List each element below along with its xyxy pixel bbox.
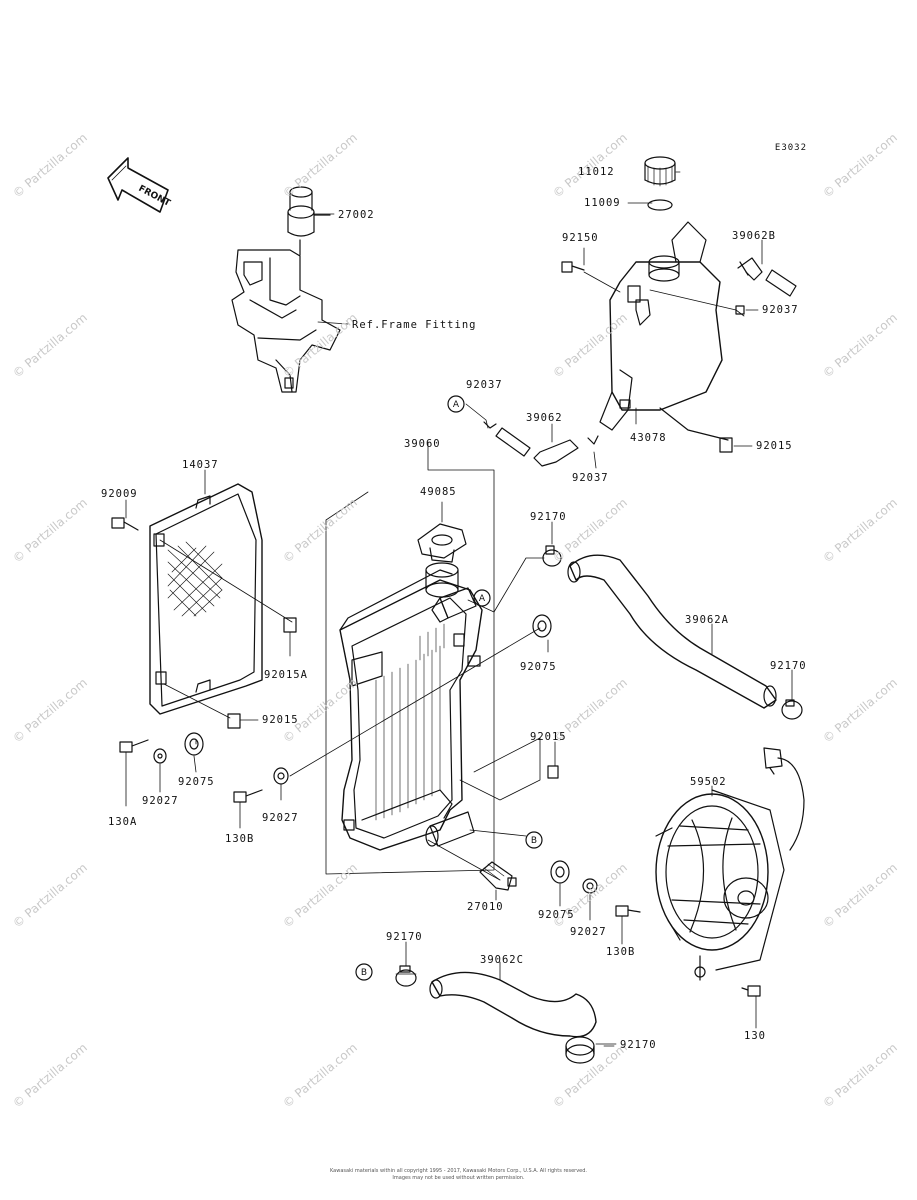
part-label[interactable]: 92015	[262, 714, 299, 726]
part-label[interactable]: 92009	[101, 488, 138, 500]
part-label[interactable]: 92170	[530, 511, 567, 523]
radiator-cap	[417, 523, 467, 563]
hose-39062c	[429, 971, 597, 1038]
bolt-130b-right	[615, 905, 641, 917]
callout-b-right	[525, 831, 543, 849]
part-label[interactable]: 92015A	[264, 669, 308, 681]
radiator-core	[339, 562, 483, 851]
cooling-fan	[655, 747, 805, 981]
part-label[interactable]: 92170	[770, 660, 807, 672]
front-arrow-icon	[107, 157, 169, 213]
part-label[interactable]: 92170	[386, 931, 423, 943]
fan-switch-27010	[479, 861, 517, 891]
cap-gasket	[647, 199, 673, 211]
hose-39062a	[567, 554, 777, 709]
part-label[interactable]: 39062B	[732, 230, 776, 242]
part-label[interactable]: 14037	[182, 459, 219, 471]
bolt-92009	[111, 517, 139, 531]
part-label[interactable]: 92037	[572, 472, 609, 484]
bolt-130a	[119, 739, 149, 753]
part-label[interactable]: 92027	[570, 926, 607, 938]
mount-bracket	[231, 186, 341, 393]
collar-92027-left	[153, 748, 167, 764]
part-label[interactable]: 39062C	[480, 954, 524, 966]
bolt-92150	[561, 261, 621, 293]
grommet-92075-mid	[532, 614, 552, 638]
part-label[interactable]: 130A	[108, 816, 138, 828]
callout-b-left	[355, 963, 373, 981]
part-label[interactable]: 92170	[620, 1039, 657, 1051]
grommet-92075-bottom	[550, 860, 570, 884]
clamp-92015-top	[719, 437, 733, 453]
part-label[interactable]: 59502	[690, 776, 727, 788]
part-label[interactable]: 11009	[584, 197, 621, 209]
part-label[interactable]: 92027	[262, 812, 299, 824]
grommet-92075-left	[184, 732, 204, 756]
part-label[interactable]: 39062	[526, 412, 563, 424]
part-label[interactable]: 130	[744, 1030, 766, 1042]
hose-39062	[483, 421, 599, 467]
callout-a-left	[447, 395, 465, 413]
hose-39062b	[737, 257, 797, 297]
part-label[interactable]: 92037	[762, 304, 799, 316]
part-label[interactable]: 92015	[756, 440, 793, 452]
reservoir-tank	[599, 221, 723, 431]
part-label[interactable]: 11012	[578, 166, 615, 178]
part-label[interactable]: 92037	[466, 379, 503, 391]
callout-b-right-text: B	[531, 836, 537, 846]
ref-frame-fitting-label: Ref.Frame Fitting	[352, 319, 477, 331]
clip-92015-mid	[547, 765, 559, 779]
part-label[interactable]: 43078	[630, 432, 667, 444]
part-label[interactable]: 92150	[562, 232, 599, 244]
clamp-92170-right	[781, 699, 803, 720]
radiator-guard	[149, 483, 263, 715]
copyright-line: Images may not be used without written p…	[392, 1175, 525, 1181]
part-label[interactable]: 92027	[142, 795, 179, 807]
part-label[interactable]: 92075	[178, 776, 215, 788]
part-label[interactable]: 92075	[520, 661, 557, 673]
tank-cap	[644, 156, 676, 187]
clip-92015a	[283, 617, 297, 633]
callout-a-left-text: A	[453, 400, 460, 410]
part-label[interactable]: 92015	[530, 731, 567, 743]
part-label[interactable]: 92075	[538, 909, 575, 921]
clamp-92170-bottom	[565, 1036, 595, 1064]
collar-92027-mid	[273, 767, 289, 785]
clamp-92170-bottom-left	[395, 965, 417, 987]
copyright-line: Kawasaki materials within all copyright …	[329, 1168, 588, 1174]
part-label[interactable]: 27010	[467, 901, 504, 913]
diagram-code: E3032	[774, 143, 807, 153]
callout-a-right	[473, 589, 491, 607]
bolt-130	[741, 985, 761, 997]
callout-a-right-text: A	[479, 594, 486, 604]
part-label[interactable]: 39060	[404, 438, 441, 450]
collar-92027-bottom	[582, 878, 598, 894]
part-label[interactable]: 130B	[225, 833, 255, 845]
bolt-130b-left	[233, 789, 263, 803]
part-label[interactable]: 27002	[338, 209, 375, 221]
clip-92015-left	[227, 713, 241, 729]
callout-b-left-text: B	[361, 968, 367, 978]
part-label[interactable]: 39062A	[685, 614, 729, 626]
part-label[interactable]: 130B	[606, 946, 636, 958]
part-label[interactable]: 49085	[420, 486, 457, 498]
